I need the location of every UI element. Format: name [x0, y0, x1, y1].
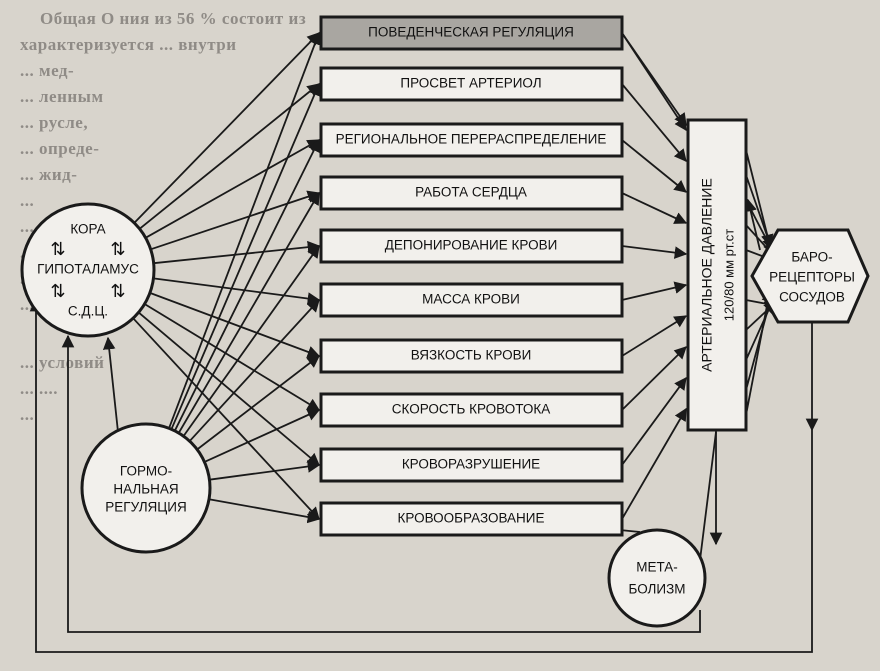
box-blood-destruction: КРОВОРАЗРУШЕНИЕ: [319, 447, 624, 483]
cortex-to-box-arrow: [149, 292, 321, 358]
pressure-to-baroreceptor-arrow: [745, 174, 775, 252]
box-behavioral-regulation: ПОВЕДЕНЧЕСКАЯ РЕГУЛЯЦИЯ: [319, 15, 624, 51]
metabolism-label-2: БОЛИЗМ: [628, 582, 685, 597]
hormonal-to-cortex-arrow: [102, 336, 119, 433]
up-down-arrows-icon: ⇅: [50, 281, 65, 301]
cortex-to-box-arrow: [153, 277, 321, 305]
box-arteriole-lumen: ПРОСВЕТ АРТЕРИОЛ: [319, 66, 624, 102]
hormonal-to-box-arrow: [209, 460, 321, 481]
cortex-label: КОРА: [70, 222, 105, 237]
pressure-to-baroreceptor-arrow: [745, 288, 775, 416]
bg-line: ...: [20, 405, 35, 424]
up-down-arrows-icon: ⇅: [110, 239, 125, 259]
box-label: ПРОСВЕТ АРТЕРИОЛ: [400, 76, 541, 91]
baroreceptor-feedback-arrow: [29, 298, 813, 653]
up-down-arrows-icon: ⇅: [110, 281, 125, 301]
bg-line: ... ....: [20, 379, 58, 398]
cortex-to-box-arrow: [132, 317, 320, 520]
pressure-to-baroreceptor-arrow: [745, 292, 776, 391]
box-to-pressure-arrow: [621, 407, 687, 520]
hormonal-to-box-arrow: [208, 498, 321, 524]
box-to-pressure-arrow: [621, 281, 688, 301]
box-label: КРОВОРАЗРУШЕНИЕ: [402, 457, 540, 472]
bg-line: ...: [20, 217, 35, 236]
cortex-to-box-arrow: [138, 311, 320, 466]
baroreceptor-label-2: РЕЦЕПТОРЫ: [769, 270, 855, 285]
metabolism-label-1: МЕТА-: [636, 560, 678, 575]
hormonal-to-box-arrow: [196, 355, 320, 451]
arterial-pressure-box: АРТЕРИАЛЬНОЕ ДАВЛЕНИЕ 120/80 мм рт.ст: [686, 118, 748, 432]
hormonal-label-3: РЕГУЛЯЦИЯ: [105, 500, 187, 515]
box-regional-redistribution: РЕГИОНАЛЬНОЕ ПЕРЕРАСПРЕДЕЛЕНИЕ: [319, 122, 624, 158]
baroreceptor-to-pressure-arrow: [744, 198, 761, 251]
bg-line: характеризуется ... внутри: [20, 35, 237, 54]
feedback-to-cortex-arrow: [61, 334, 701, 633]
hormonal-label-2: НАЛЬНАЯ: [113, 482, 178, 497]
box-to-pressure-arrow: [621, 192, 688, 224]
box-label: РЕГИОНАЛЬНОЕ ПЕРЕРАСПРЕДЕЛЕНИЕ: [336, 132, 607, 147]
hormonal-regulation-circle: ГОРМО- НАЛЬНАЯ РЕГУЛЯЦИЯ: [80, 422, 212, 554]
box-blood-formation: КРОВООБРАЗОВАНИЕ: [319, 501, 624, 537]
box-blood-flow-speed: СКОРОСТЬ КРОВОТОКА: [319, 392, 624, 428]
metabolism-circle: МЕТА- БОЛИЗМ: [607, 528, 707, 628]
box-to-pressure-arrow: [621, 83, 687, 162]
cortex-to-box-arrow: [145, 139, 321, 239]
bg-line: ... мед-: [20, 61, 75, 80]
hormonal-to-box-arrow: [204, 408, 321, 463]
baroreceptor-label-3: СОСУДОВ: [779, 290, 845, 305]
baroreceptor-label-1: БАРО-: [791, 250, 832, 265]
box-to-pressure-arrow: [621, 139, 687, 193]
arterial-pressure-value: 120/80 мм рт.ст: [721, 229, 736, 321]
bg-line: ... ленным: [20, 87, 104, 106]
box-label: РАБОТА СЕРДЦА: [415, 185, 527, 200]
cortex-to-box-arrow: [133, 32, 320, 224]
box-heart-work: РАБОТА СЕРДЦА: [319, 175, 624, 211]
sdc-label: С.Д.Ц.: [68, 304, 108, 319]
hormonal-label-1: ГОРМО-: [120, 464, 172, 479]
hormonal-to-box-arrow: [182, 244, 320, 437]
box-blood-depot: ДЕПОНИРОВАНИЕ КРОВИ: [319, 228, 624, 264]
baroreceptors-box: БАРО- РЕЦЕПТОРЫ СОСУДОВ: [750, 228, 870, 324]
hormonal-to-box-arrow: [177, 191, 320, 434]
cortex-to-box-arrow: [139, 83, 320, 230]
box-to-pressure-arrow: [621, 376, 687, 466]
up-down-arrows-icon: ⇅: [50, 239, 65, 259]
bg-line: ... жид-: [20, 165, 78, 184]
bg-line: ...: [20, 191, 35, 210]
box-to-pressure-arrow: [621, 245, 688, 259]
bg-line: ... опреде-: [20, 139, 100, 158]
bg-line: ... условий: [20, 353, 105, 372]
cortex-hypothalamus-circle: КОРА ГИПОТАЛАМУС С.Д.Ц. ⇅ ⇅ ⇅ ⇅: [20, 202, 156, 338]
box-label: СКОРОСТЬ КРОВОТОКА: [392, 402, 550, 417]
box-to-pressure-arrow: [621, 315, 688, 357]
behavioral-to-pressure-arrow: [621, 32, 687, 127]
metabolism-link: [699, 431, 717, 561]
hormonal-to-box-arrow: [173, 138, 320, 432]
box-to-pressure-arrow: [621, 346, 687, 411]
arterial-pressure-label: АРТЕРИАЛЬНОЕ ДАВЛЕНИЕ: [699, 178, 715, 372]
bg-line: Общая О ния из 56 % состоит из: [40, 9, 307, 28]
box-label: ПОВЕДЕНЧЕСКАЯ РЕГУЛЯЦИЯ: [368, 25, 574, 40]
hormonal-to-box-arrow: [188, 299, 320, 442]
connector-arrows: [29, 31, 819, 653]
cortex-to-box-arrow: [150, 190, 321, 251]
bg-line: ... русле,: [20, 113, 89, 132]
box-label: МАССА КРОВИ: [422, 292, 520, 307]
box-label: ВЯЗКОСТЬ КРОВИ: [411, 348, 532, 363]
hormonal-to-box-arrow: [170, 82, 321, 430]
box-label: ДЕПОНИРОВАНИЕ КРОВИ: [385, 238, 558, 253]
box-blood-viscosity: ВЯЗКОСТЬ КРОВИ: [319, 338, 624, 374]
cortex-to-box-arrow: [144, 303, 321, 411]
hormonal-to-box-arrow: [168, 31, 321, 429]
cortex-to-box-arrow: [153, 240, 321, 265]
box-blood-mass: МАССА КРОВИ: [319, 282, 624, 318]
hypothalamus-label: ГИПОТАЛАМУС: [37, 262, 139, 277]
box-label: КРОВООБРАЗОВАНИЕ: [398, 511, 545, 526]
